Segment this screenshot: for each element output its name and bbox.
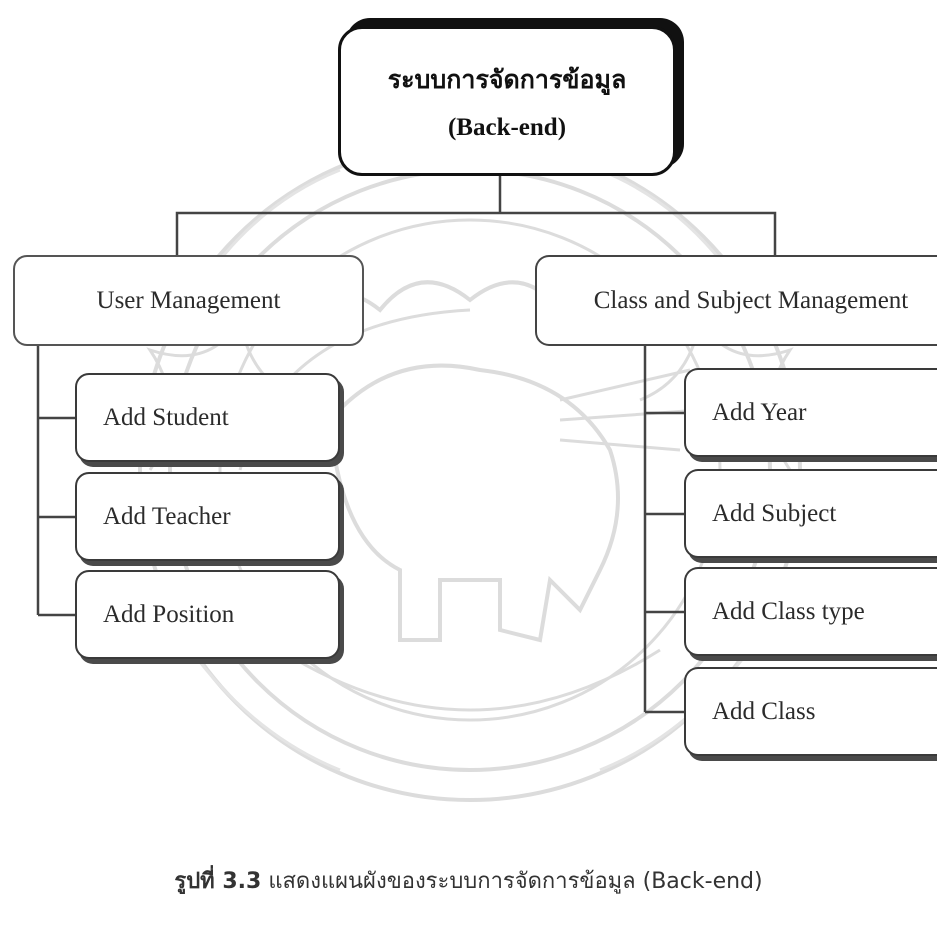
root-title: ระบบการจัดการข้อมูล (387, 65, 627, 94)
child-node-add-teacher: Add Teacher (75, 472, 340, 561)
child-label: Add Class type (712, 597, 865, 625)
root-subtitle: (Back-end) (447, 114, 567, 141)
child-node-add-class-type: Add Class type (684, 567, 937, 656)
branch-node-user-management: User Management (13, 255, 364, 346)
branch-node-class-subject-management: Class and Subject Management (535, 255, 937, 346)
child-label: Add Student (103, 403, 229, 431)
child-label: Add Year (712, 398, 807, 426)
branch-label: User Management (96, 286, 281, 314)
child-label: Add Subject (712, 499, 837, 527)
child-node-add-position: Add Position (75, 570, 340, 659)
child-label: Add Position (103, 600, 235, 628)
figure-caption: รูปที่ 3.3 แสดงแผนผังของระบบการจัดการข้อ… (0, 863, 937, 898)
child-node-add-year: Add Year (684, 368, 937, 457)
child-node-add-subject: Add Subject (684, 469, 937, 558)
branch-label: Class and Subject Management (593, 286, 909, 314)
child-node-add-class: Add Class (684, 667, 937, 756)
child-label: Add Teacher (103, 502, 231, 530)
figure-number: รูปที่ 3.3 (174, 869, 262, 894)
caption-text: แสดงแผนผังของระบบการจัดการข้อมูล (Back-e… (268, 869, 763, 894)
child-node-add-student: Add Student (75, 373, 340, 462)
root-node: ระบบการจัดการข้อมูล (Back-end) (338, 26, 676, 176)
child-label: Add Class (712, 697, 816, 725)
